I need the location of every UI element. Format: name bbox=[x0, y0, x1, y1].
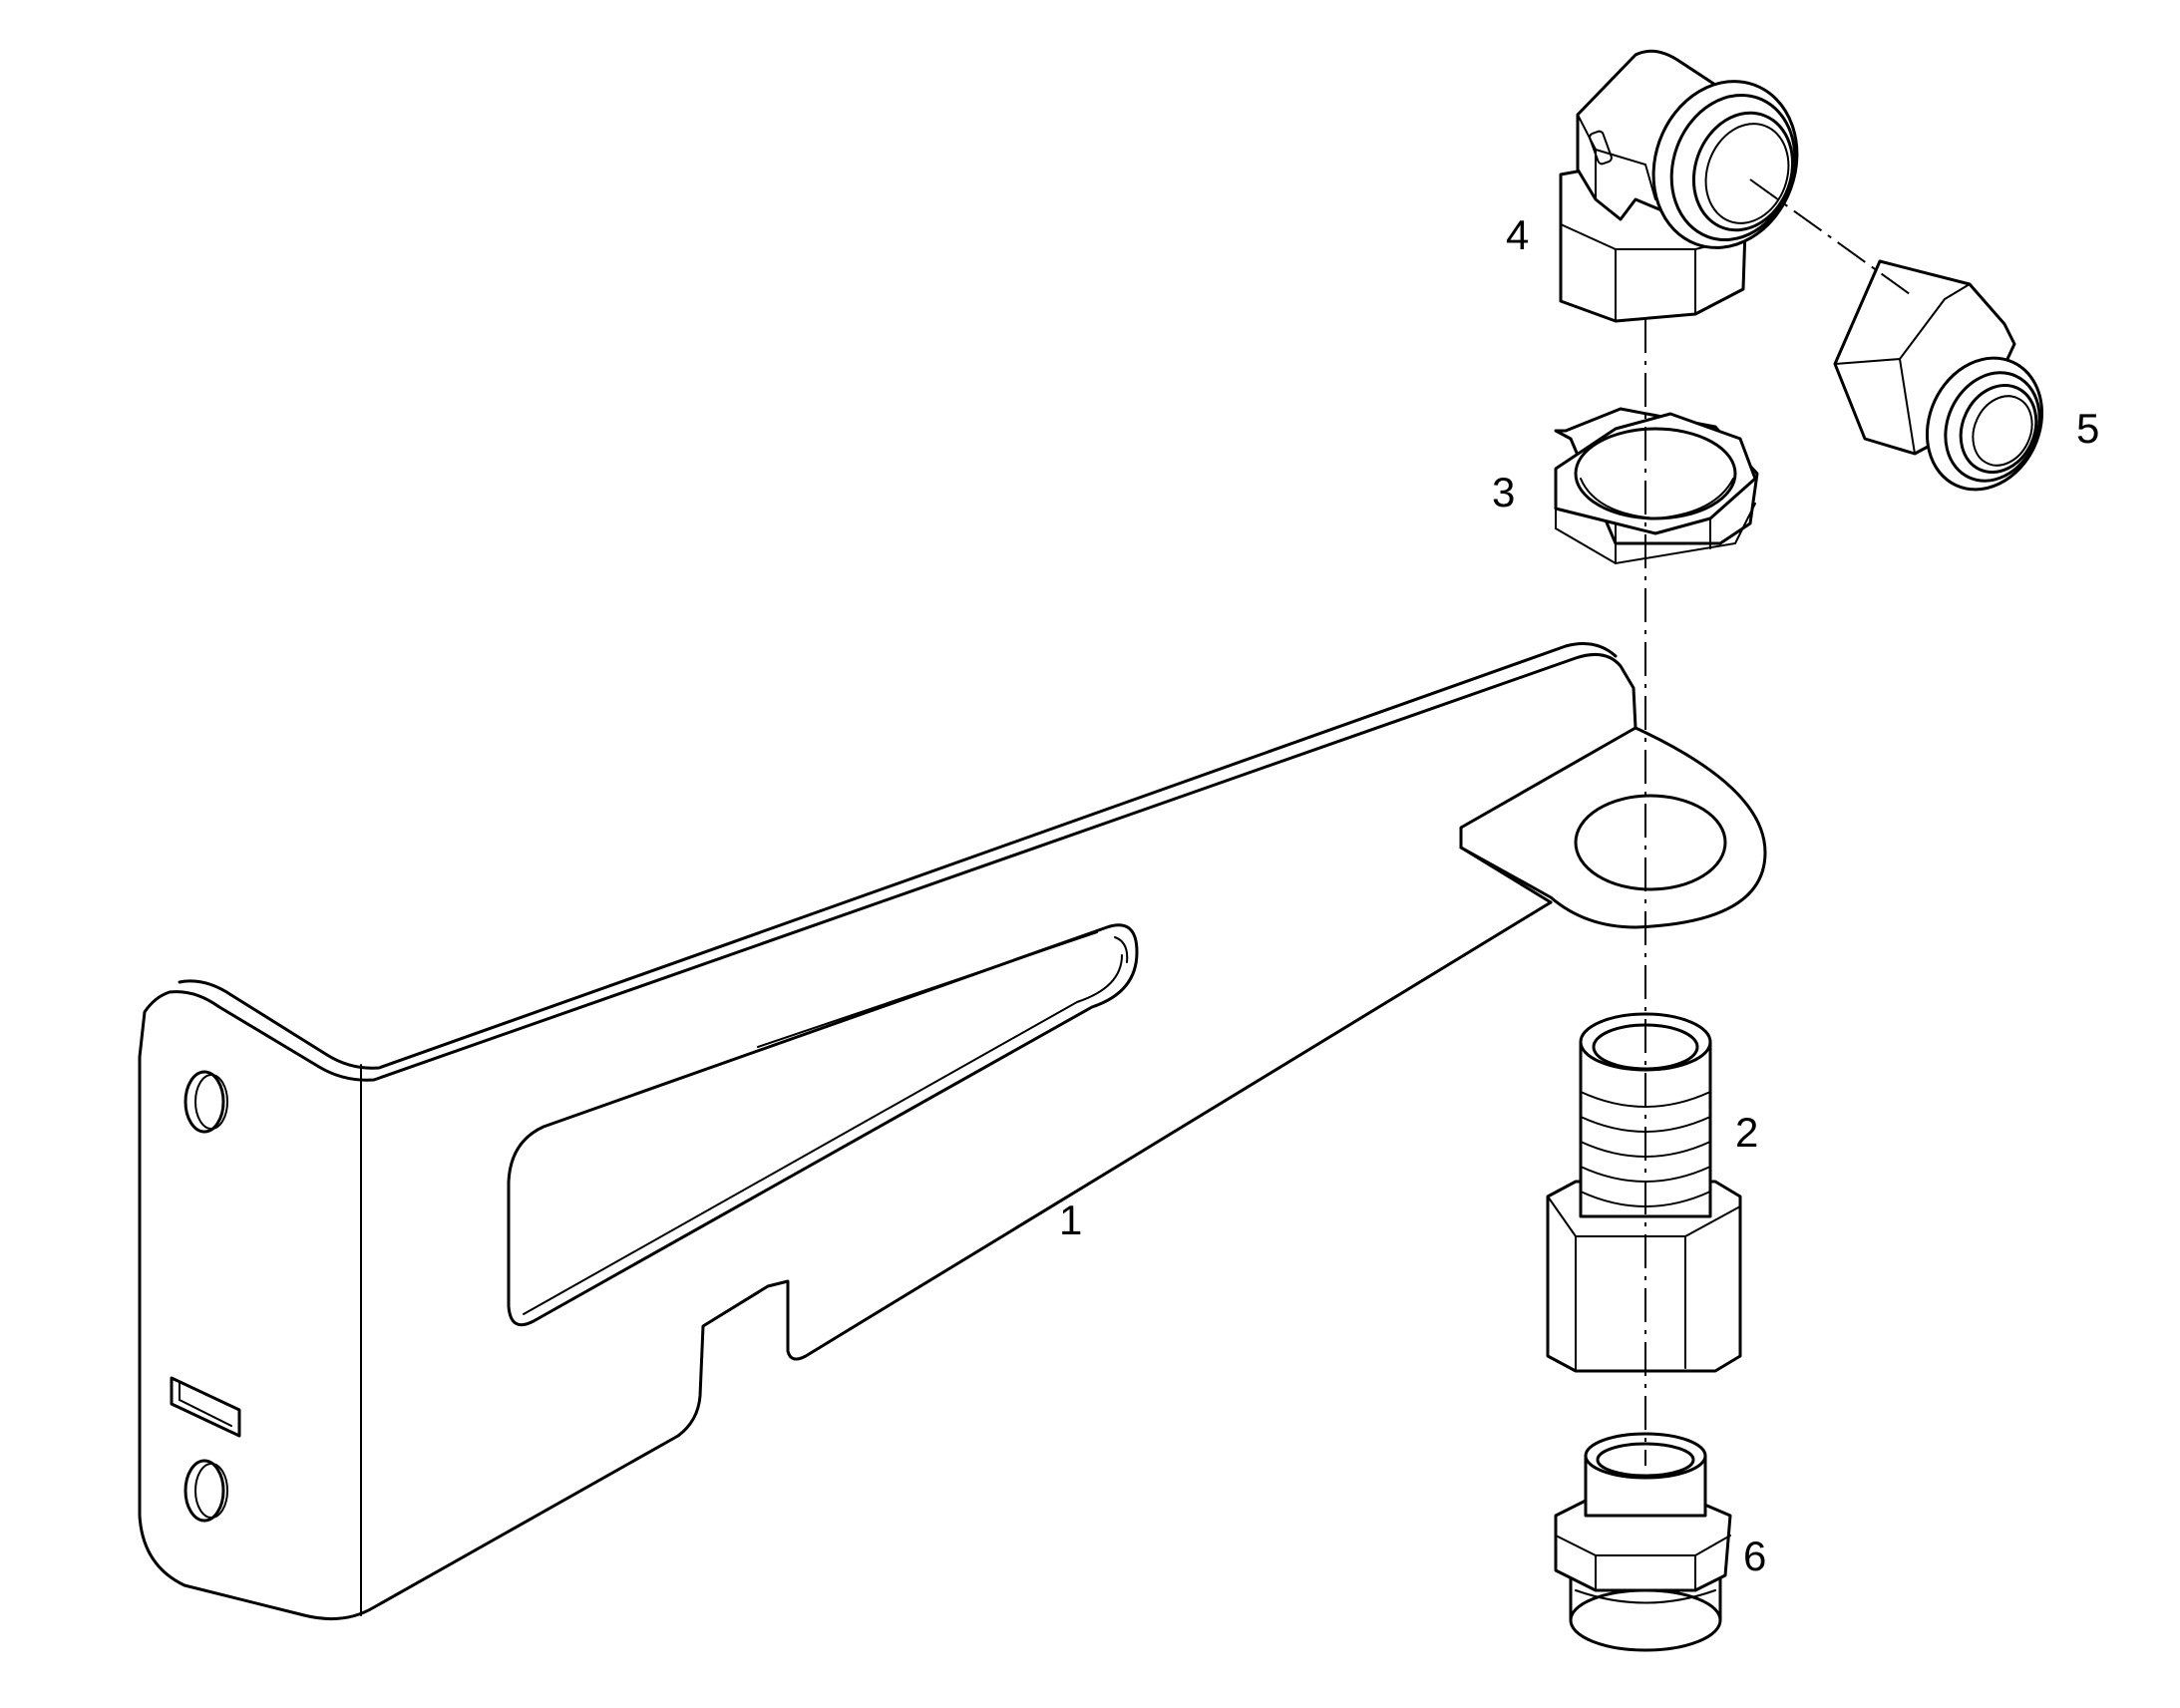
bracket-slot bbox=[507, 923, 1139, 1327]
callout-4: 4 bbox=[1506, 211, 1529, 258]
adapter-part bbox=[1554, 1432, 1732, 1652]
assembly-center-lines bbox=[1644, 178, 1911, 1466]
callout-labels: 1 2 3 4 5 6 bbox=[1059, 211, 2099, 1579]
elbow-marking bbox=[1589, 130, 1613, 166]
callout-3: 3 bbox=[1492, 469, 1515, 515]
bracket-part bbox=[138, 642, 1767, 1621]
bracket-hole-lower bbox=[183, 1459, 225, 1523]
straight-connector-part bbox=[1833, 259, 2044, 492]
threaded-nipple-part bbox=[1546, 1012, 1742, 1373]
callout-1: 1 bbox=[1059, 1196, 1082, 1243]
callout-5: 5 bbox=[2076, 405, 2099, 452]
elbow-fitting-part bbox=[1559, 49, 1799, 323]
bracket-flange-hole bbox=[1574, 794, 1727, 891]
bracket-rect-slot bbox=[170, 1376, 241, 1438]
callout-2: 2 bbox=[1735, 1109, 1758, 1156]
callout-6: 6 bbox=[1743, 1533, 1766, 1579]
elbow-outlet-center-line bbox=[1749, 178, 1911, 295]
bracket-outline bbox=[138, 652, 1637, 1621]
locknut-part bbox=[1554, 407, 1759, 565]
bracket-hole-upper bbox=[183, 1070, 225, 1134]
